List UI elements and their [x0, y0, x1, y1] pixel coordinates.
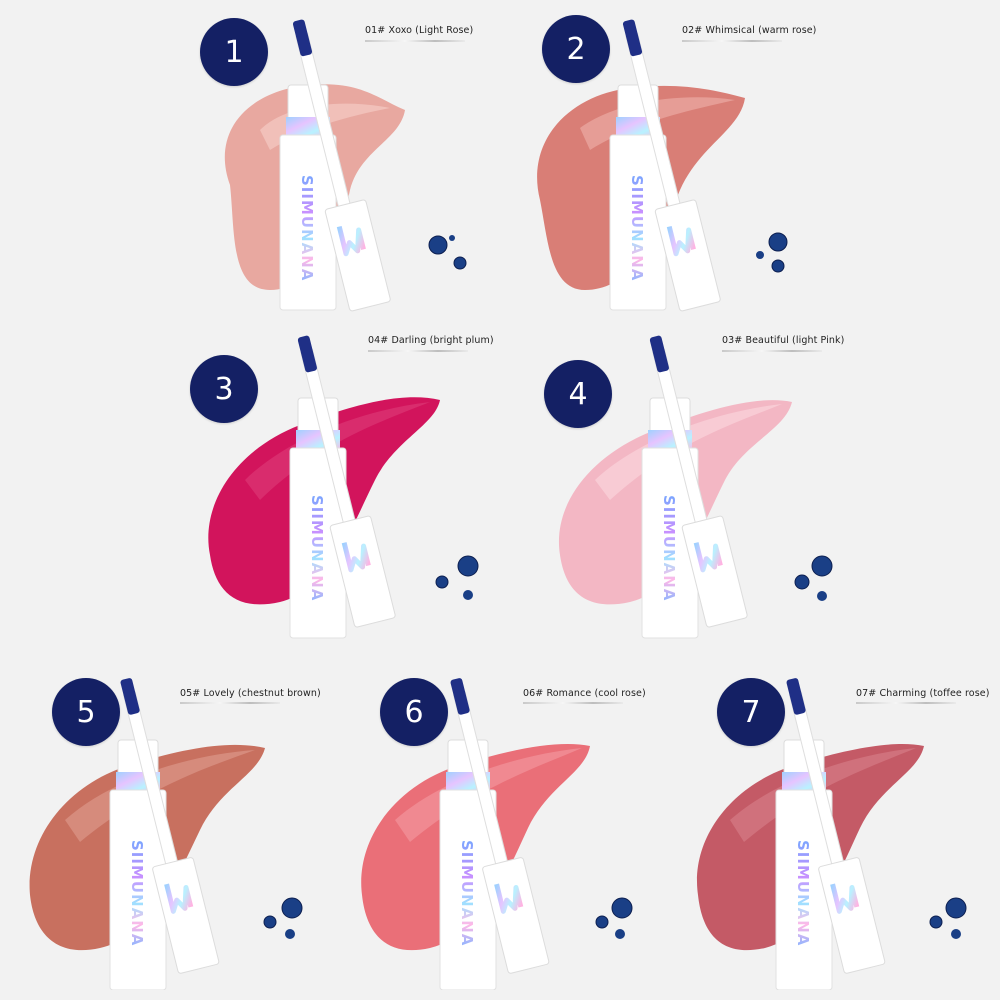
shade-underline [180, 702, 280, 704]
bead [768, 232, 788, 252]
lip-gloss-illustration [537, 19, 788, 312]
swatch-highlight [65, 750, 255, 842]
shade-underline [368, 350, 468, 352]
number-badge: 7 [717, 678, 785, 746]
bead [817, 591, 827, 601]
number-badge: 5 [52, 678, 120, 746]
applicator-tip [622, 19, 643, 57]
shade-underline [365, 40, 465, 42]
shade-label: 02# Whimsical (warm rose) [682, 25, 817, 36]
applicator-tip [649, 335, 669, 373]
lip-gloss-illustration [208, 335, 479, 639]
bead [457, 555, 479, 577]
lip-gloss-illustration [29, 678, 303, 990]
bead [449, 235, 455, 241]
product-card-2: 2 02# Whimsical (warm rose) SIIMUNANA [520, 10, 840, 330]
product-card-5: 5 05# Lovely (chestnut brown) SIIMUNANA [20, 670, 340, 990]
brand-logo-text: SIIMUNANA [128, 840, 146, 947]
shade-label: 05# Lovely (chestnut brown) [180, 688, 321, 699]
shade-underline [682, 40, 782, 42]
bead [281, 897, 303, 919]
applicator-tip [297, 335, 317, 373]
product-card-1: 1 01# Xoxo (Light Rose) SIIMUNANA [190, 10, 510, 330]
swatch-highlight [395, 748, 582, 842]
shade-underline [523, 702, 623, 704]
lip-gloss-illustration [224, 19, 467, 312]
brand-logo-text: SIIMUNANA [308, 495, 326, 602]
bead [428, 235, 448, 255]
brand-logo-text: SIIMUNANA [298, 175, 316, 282]
swatch-highlight [245, 402, 430, 500]
bead [756, 251, 764, 259]
number-badge: 2 [542, 15, 610, 83]
swatch-highlight [595, 404, 782, 500]
bead [951, 929, 961, 939]
shade-label: 04# Darling (bright plum) [368, 335, 494, 346]
shade-label: 06# Romance (cool rose) [523, 688, 646, 699]
applicator-tip [450, 678, 470, 715]
applicator-tip [786, 678, 806, 715]
product-card-4: 4 03# Beautiful (light Pink) SIIMUNANA [540, 330, 860, 650]
swatch-highlight [730, 748, 916, 842]
bead [811, 555, 833, 577]
logo-mark [830, 883, 860, 914]
bead [771, 259, 785, 273]
lip-gloss-illustration [696, 678, 967, 990]
applicator-tip [120, 678, 140, 715]
logo-mark [341, 542, 371, 573]
lip-gloss-illustration [361, 678, 633, 990]
bead [611, 897, 633, 919]
number-badge: 3 [190, 355, 258, 423]
product-card-6: 6 06# Romance (cool rose) SIIMUNANA [350, 670, 670, 990]
bead [435, 575, 449, 589]
applicator-tip [292, 19, 313, 57]
bead [929, 915, 943, 929]
brand-logo-text: SIIMUNANA [660, 495, 678, 602]
bead [463, 590, 473, 600]
shade-label: 07# Charming (toffee rose) [856, 688, 990, 699]
number-badge: 1 [200, 18, 268, 86]
brand-logo-text: SIIMUNANA [628, 175, 646, 282]
bead [794, 574, 810, 590]
logo-mark [164, 883, 194, 914]
shade-underline [856, 702, 956, 704]
lip-gloss-illustration [558, 335, 833, 639]
bead [453, 256, 467, 270]
logo-mark [336, 225, 366, 257]
product-card-7: 7 07# Charming (toffee rose) SIIMUNANA [680, 670, 1000, 990]
logo-mark [666, 225, 696, 257]
logo-mark [494, 883, 524, 914]
number-badge: 6 [380, 678, 448, 746]
bead [263, 915, 277, 929]
number-badge: 4 [544, 360, 612, 428]
product-card-3: 3 04# Darling (bright plum) SIIMUNANA [190, 330, 510, 650]
brand-logo-text: SIIMUNANA [794, 840, 812, 947]
shade-label: 01# Xoxo (Light Rose) [365, 25, 474, 36]
bead [285, 929, 295, 939]
shade-label: 03# Beautiful (light Pink) [722, 335, 845, 346]
bead [595, 915, 609, 929]
bead [615, 929, 625, 939]
brand-logo-text: SIIMUNANA [458, 840, 476, 947]
logo-mark [693, 542, 723, 573]
shade-underline [722, 350, 822, 352]
bead [945, 897, 967, 919]
